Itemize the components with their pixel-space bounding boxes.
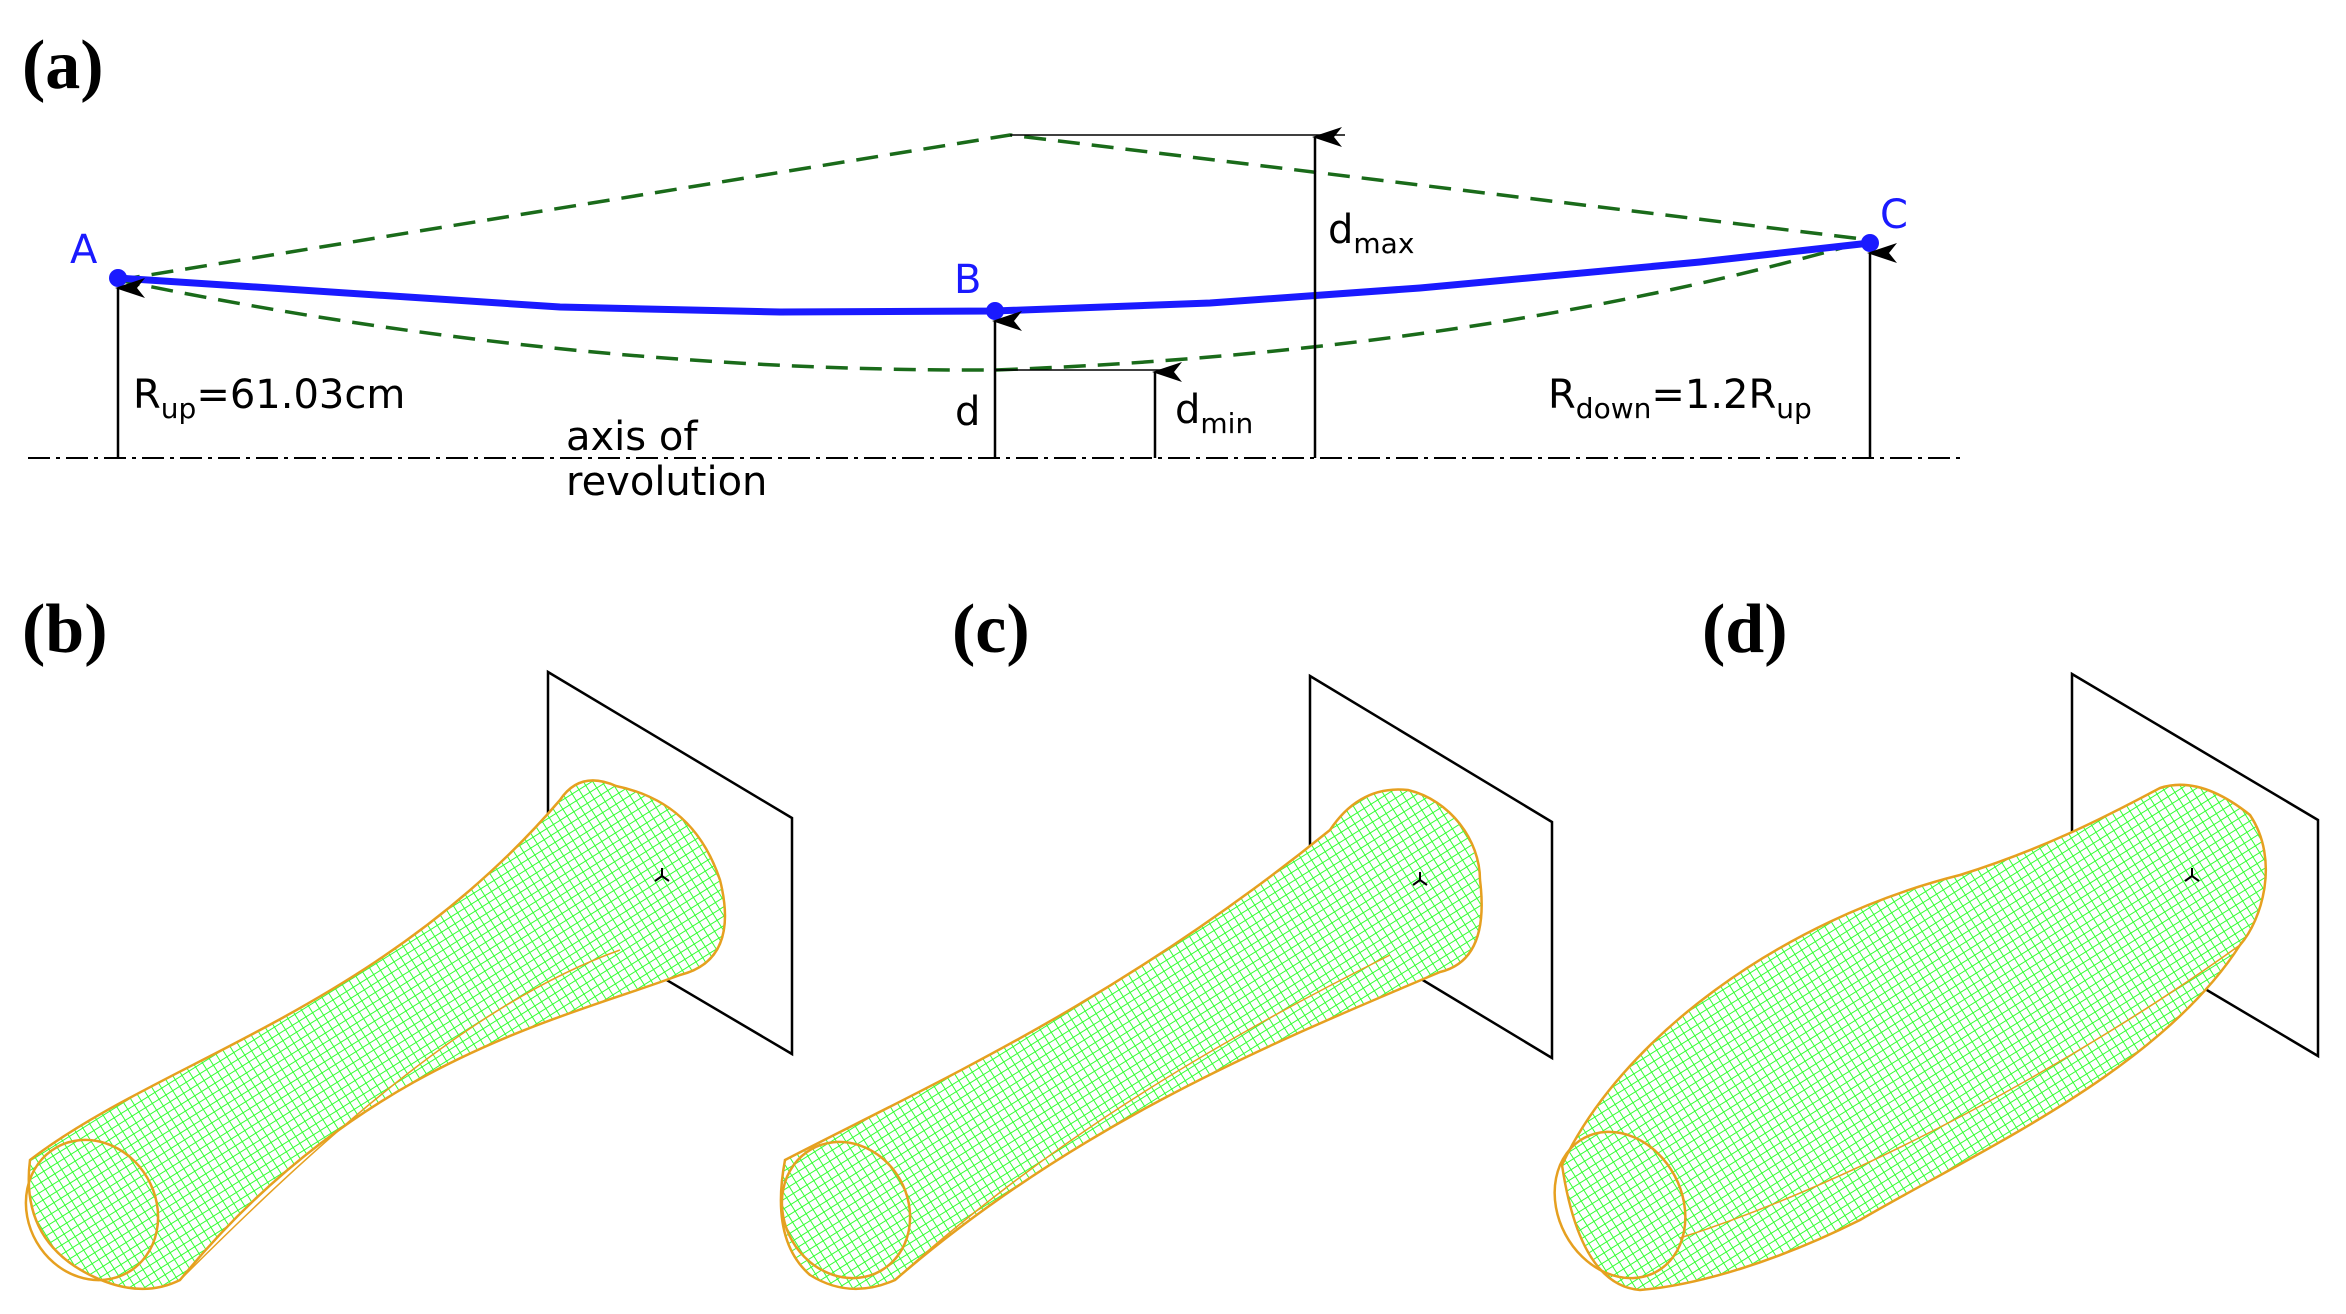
panel-d-tube-mesh [1560, 783, 2268, 1292]
panel-c-axis-triad-icon [1412, 872, 1428, 886]
d-min-label: dmin [1175, 387, 1253, 440]
panel-c-inner-seam [894, 954, 1391, 1281]
panel-d-axis-triad-icon [2184, 868, 2200, 882]
panel-c-end-ring [780, 1140, 912, 1280]
point-a-label: A [70, 227, 98, 273]
d-max-label: dmax [1328, 207, 1414, 260]
panel-b: (b) [22, 591, 794, 1291]
point-b-marker [986, 302, 1004, 320]
panel-b-tube-mesh [27, 779, 727, 1291]
upper-envelope-dashed [117, 133, 1871, 282]
d-label: d [955, 389, 980, 435]
panel-c-plane-frame [1308, 673, 1554, 1061]
r-down-label: Rdown=1.2Rup [1548, 372, 1812, 425]
panel-d-end-ring [1553, 1130, 1687, 1280]
panel-c: (c) [779, 591, 1554, 1291]
panel-b-end-ring [24, 1138, 160, 1282]
axis-label-line2: revolution [566, 459, 767, 505]
panel-d-label: (d) [1702, 591, 1788, 668]
panel-c-label: (c) [952, 591, 1030, 668]
panel-a-label: (a) [22, 27, 104, 104]
panel-d: (d) [1553, 591, 2320, 1292]
point-a-marker [109, 269, 127, 287]
panel-b-label: (b) [22, 591, 108, 668]
panel-d-inner-seam [1679, 944, 2241, 1239]
panel-b-inner-seam [179, 949, 621, 1281]
panel-c-tube-mesh [779, 788, 1483, 1291]
point-c-label: C [1880, 192, 1908, 238]
point-c-marker [1861, 234, 1879, 252]
panel-a: (a) A B C Rup=61.03cm d dmin dmax Rdown=… [22, 27, 1962, 505]
lower-envelope-dashed [117, 238, 1871, 372]
point-b-label: B [954, 257, 981, 303]
axis-label-line1: axis of [566, 414, 698, 460]
panel-b-axis-triad-icon [654, 868, 670, 882]
r-up-label: Rup=61.03cm [133, 372, 405, 425]
profile-curve [117, 239, 1871, 316]
